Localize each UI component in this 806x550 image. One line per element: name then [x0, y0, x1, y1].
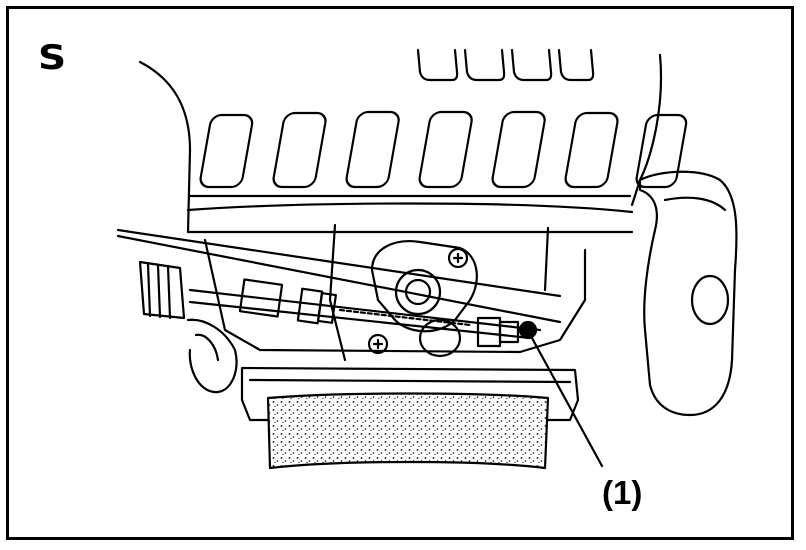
leader-lines: [116, 228, 562, 324]
figure-frame: [6, 6, 794, 540]
callout-pointer: [518, 320, 604, 468]
housing-body: [138, 53, 663, 234]
view-label: S: [38, 38, 66, 78]
callout-label: (1): [602, 474, 643, 511]
left-coupling: [138, 260, 238, 394]
adjusting-rod: [188, 278, 542, 340]
base-holder: [240, 366, 580, 422]
mechanism-plate: [203, 223, 587, 362]
upper-vent-slots: [416, 48, 595, 82]
sanding-pad: [266, 392, 550, 470]
vent-slots: [199, 110, 688, 189]
side-handle: [638, 170, 738, 417]
